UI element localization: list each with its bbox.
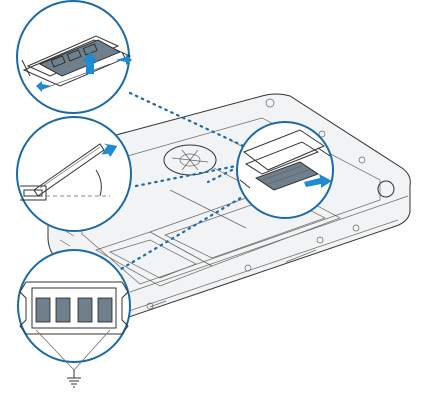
- side-port: [149, 249, 317, 308]
- screw: [352, 224, 360, 232]
- memory-chip: [77, 297, 93, 323]
- screw: [318, 130, 326, 138]
- screw: [316, 236, 324, 244]
- right-latch: [121, 281, 129, 335]
- fan: [163, 144, 217, 176]
- screw: [244, 264, 252, 272]
- case-edge-line: [129, 195, 409, 293]
- left-latch: [19, 281, 27, 335]
- leader-lines: [114, 91, 254, 274]
- rubber-foot: [377, 180, 395, 198]
- memory-chip: [55, 297, 71, 323]
- case-inner-cavity: [77, 117, 381, 285]
- screw: [265, 98, 275, 108]
- insert-arrow-icon: [101, 143, 118, 157]
- push-arrow-icon: [304, 174, 332, 188]
- battery-inner: [164, 194, 326, 259]
- screw: [358, 156, 366, 164]
- installed-memory-slot: [236, 121, 334, 219]
- up-arrow-icon: [82, 52, 98, 74]
- hard-drive: [109, 239, 197, 279]
- callout-module-notches: [17, 249, 131, 371]
- hard-drive-bay: [95, 231, 213, 287]
- notch-pointer-lines: [35, 329, 111, 371]
- callout-module-levers: [16, 0, 132, 114]
- callout-insertion-angle: [16, 116, 132, 232]
- left-arrow-icon: [36, 81, 52, 92]
- memory-module: [38, 39, 122, 77]
- callout-circle-bottom: [17, 249, 131, 363]
- memory-module-board: [31, 287, 117, 329]
- angled-memory-module: [33, 143, 105, 197]
- right-arrow-icon: [116, 54, 132, 65]
- memory-chip: [35, 297, 51, 323]
- angle-arc: [95, 169, 102, 197]
- ground-icon: [67, 370, 81, 388]
- callout-circle-middle: [16, 116, 132, 232]
- memory-chip: [97, 297, 113, 323]
